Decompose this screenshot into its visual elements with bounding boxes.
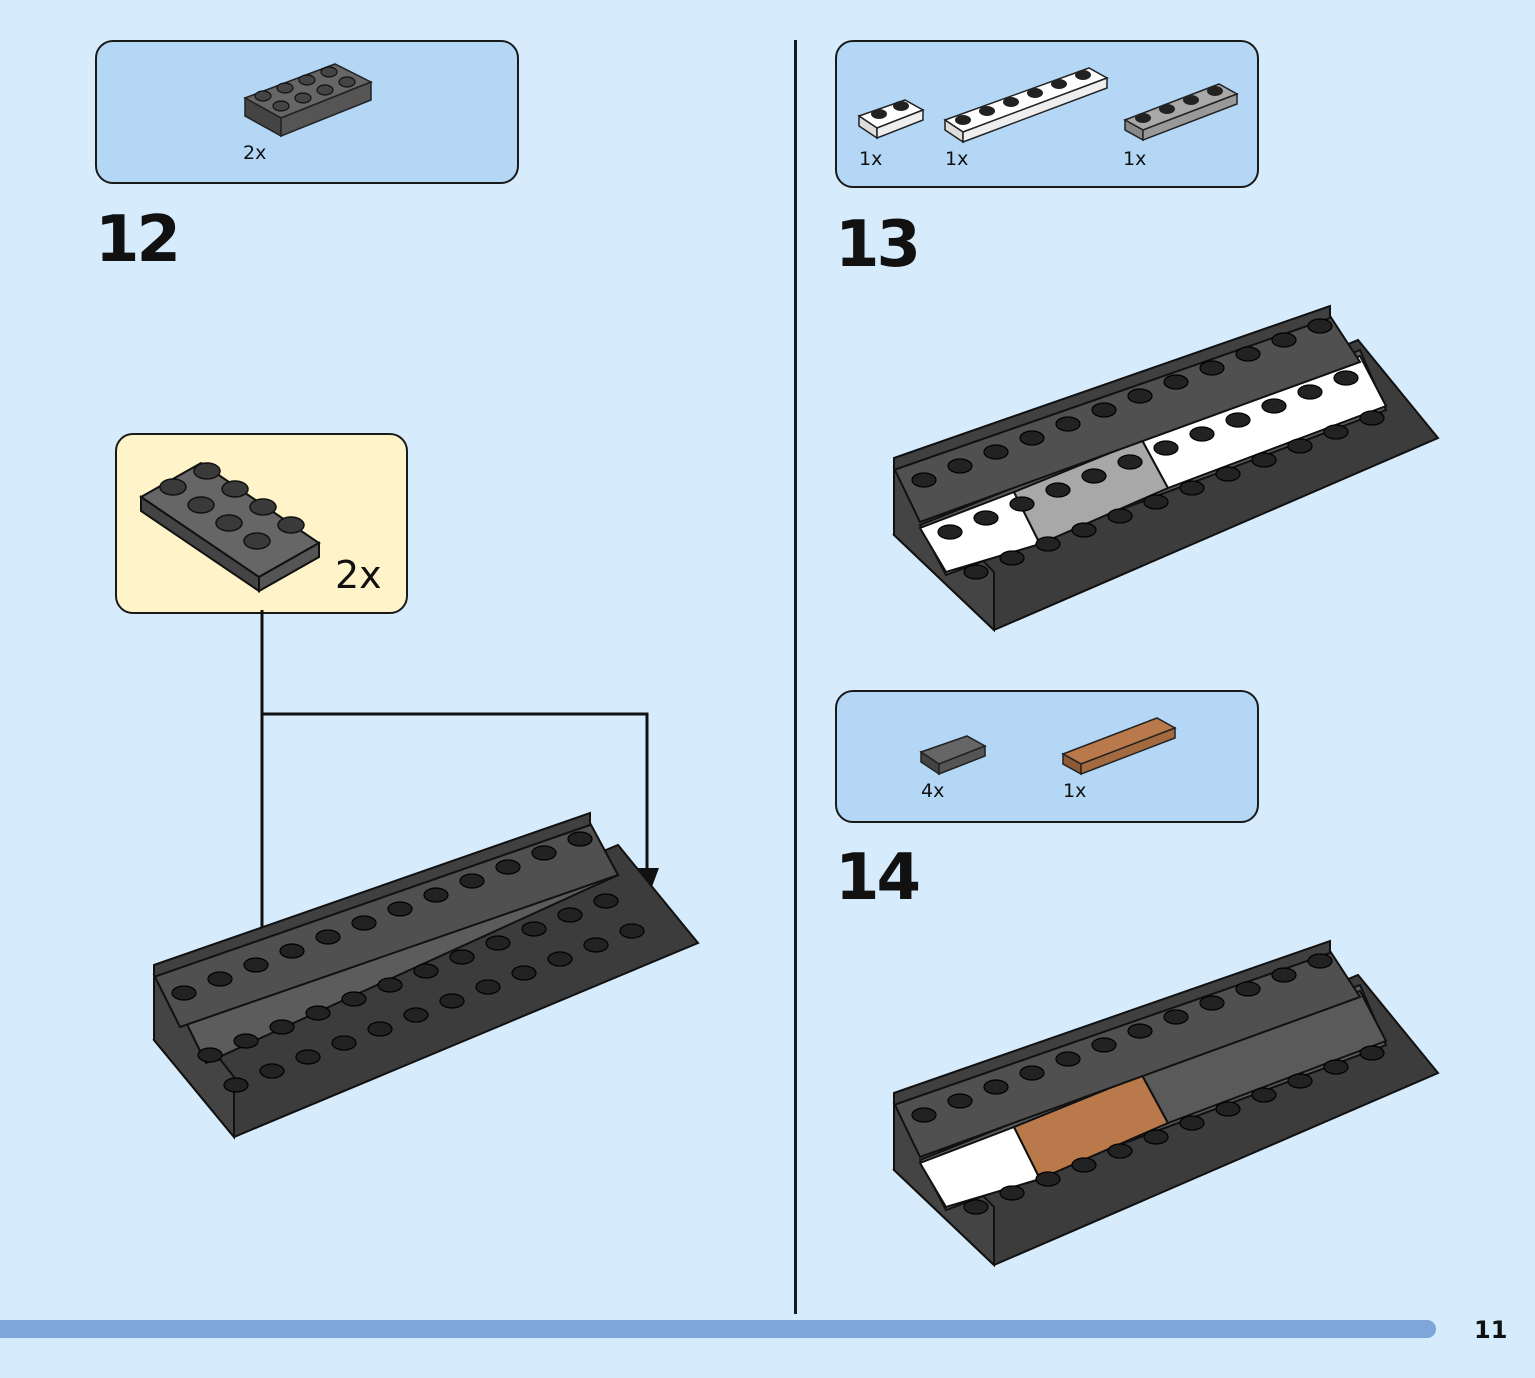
plate-2x4-dark-gray-icon	[243, 63, 373, 138]
plate-1x6-white-icon	[943, 67, 1109, 144]
step-number-13: 13	[835, 208, 921, 282]
model-step-12	[152, 811, 700, 1140]
part-qty: 1x	[859, 148, 883, 170]
plate-2x4-dark-gray-callout-icon	[139, 461, 321, 593]
parts-box-step-12: 2x	[95, 40, 519, 184]
part-qty: 2x	[243, 142, 267, 164]
part-qty: 4x	[921, 780, 945, 802]
plate-1x4-light-gray-icon	[1123, 83, 1239, 142]
model-step-13	[892, 304, 1440, 633]
model-step-14	[892, 939, 1440, 1268]
page-divider	[794, 40, 797, 1314]
parts-box-step-14: 4x 1x	[835, 690, 1259, 823]
page-number: 11	[1474, 1316, 1508, 1344]
progress-bar	[0, 1320, 1436, 1338]
callout-step-12: 2x	[115, 433, 408, 614]
part-qty: 1x	[945, 148, 969, 170]
callout-qty: 2x	[335, 553, 382, 597]
tile-1x6-brown-icon	[1061, 717, 1177, 776]
tile-1x2-dark-gray-icon	[919, 735, 987, 776]
part-qty: 1x	[1063, 780, 1087, 802]
part-qty: 1x	[1123, 148, 1147, 170]
step-number-14: 14	[835, 841, 921, 915]
step-number-12: 12	[95, 203, 181, 277]
plate-1x2-white-icon	[857, 99, 925, 140]
parts-box-step-13: 1x 1x 1x	[835, 40, 1259, 188]
